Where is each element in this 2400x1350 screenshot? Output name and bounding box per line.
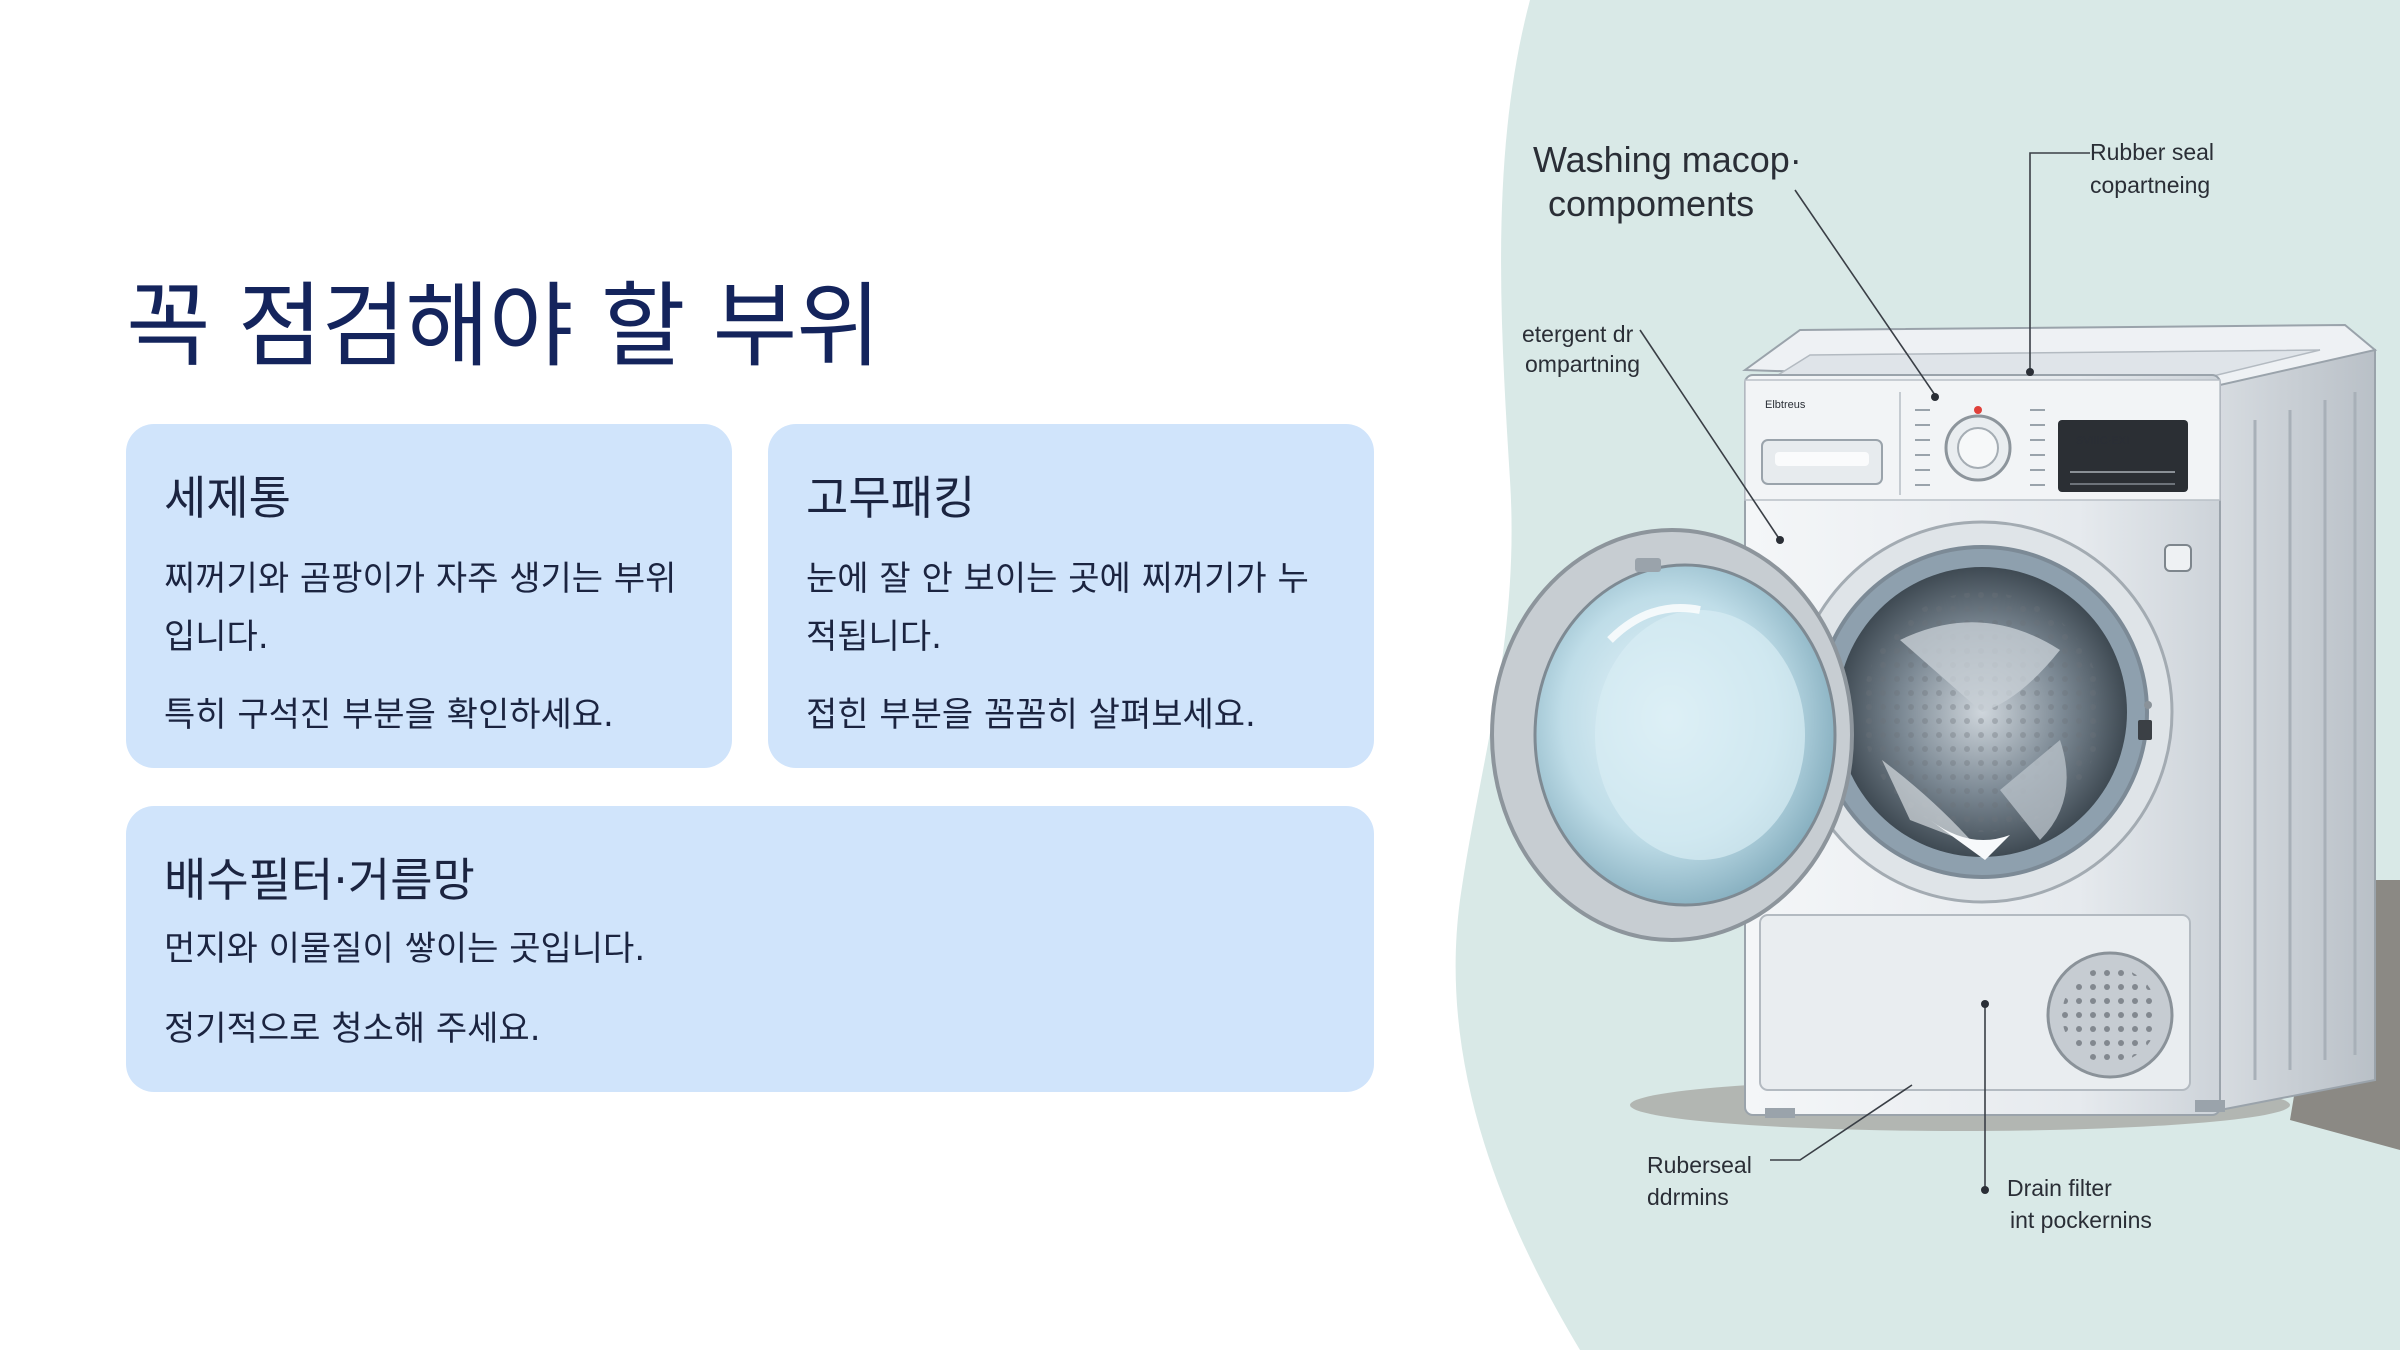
card-drain-filter: 배수필터·거름망 먼지와 이물질이 쌓이는 곳입니다. 정기적으로 청소해 주세…	[126, 806, 1374, 1092]
card-title: 세제통	[164, 471, 291, 525]
label-left: ompartning	[1525, 351, 1640, 377]
child-lock-icon	[2164, 544, 2192, 572]
card-text: 특히 구석진 부분을 확인하세요.	[164, 695, 614, 735]
label-top-right: copartneing	[2090, 172, 2210, 198]
label-bottom-left: ddrmins	[1647, 1184, 1729, 1210]
illustration-heading: compoments	[1548, 183, 1754, 224]
card-title: 배수필터·거름망	[164, 853, 475, 907]
page-title: 꼭 점검해야 할 부위	[126, 273, 881, 380]
card-text: 눈에 잘 안 보이는 곳에 찌꺼기가 누적됩니다.	[806, 559, 1309, 657]
machine-side	[2219, 348, 2376, 1112]
label-bottom-right: Drain filter	[2007, 1175, 2112, 1201]
card-rubber-gasket: 고무패킹 눈에 잘 안 보이는 곳에 찌꺼기가 누적됩니다. 접힌 부분을 꼼꼼…	[768, 424, 1374, 768]
open-door	[1490, 528, 1854, 942]
card-text: 접힌 부분을 꼼꼼히 살펴보세요.	[806, 695, 1256, 735]
card-text: 정기적으로 청소해 주세요.	[164, 1009, 541, 1049]
display-screen	[2058, 420, 2188, 492]
label-left: etergent dr	[1522, 321, 1634, 347]
brand-text: Elbtreus	[1765, 399, 1806, 411]
card-title: 고무패킹	[806, 471, 976, 525]
card-detergent-drawer: 세제통 찌꺼기와 곰팡이가 자주 생기는 부위입니다. 특히 구석진 부분을 확…	[126, 424, 732, 768]
side-ridges	[2253, 392, 2357, 1080]
display-text: SVIIIC·EXI	[2076, 435, 2129, 447]
illustration-heading: Washing macop·	[1533, 139, 1802, 180]
label-top-right: Rubber seal	[2090, 139, 2214, 165]
card-text: 먼지와 이물질이 쌓이는 곳입니다.	[164, 929, 646, 969]
callout-lines	[1639, 152, 2090, 1190]
dial-markings	[1915, 409, 2045, 486]
card-text: 찌꺼기와 곰팡이가 자주 생기는 부위입니다.	[164, 559, 677, 657]
label-bottom-left: Ruberseal	[1647, 1152, 1752, 1178]
label-bottom-right: int pockernins	[2010, 1207, 2152, 1233]
